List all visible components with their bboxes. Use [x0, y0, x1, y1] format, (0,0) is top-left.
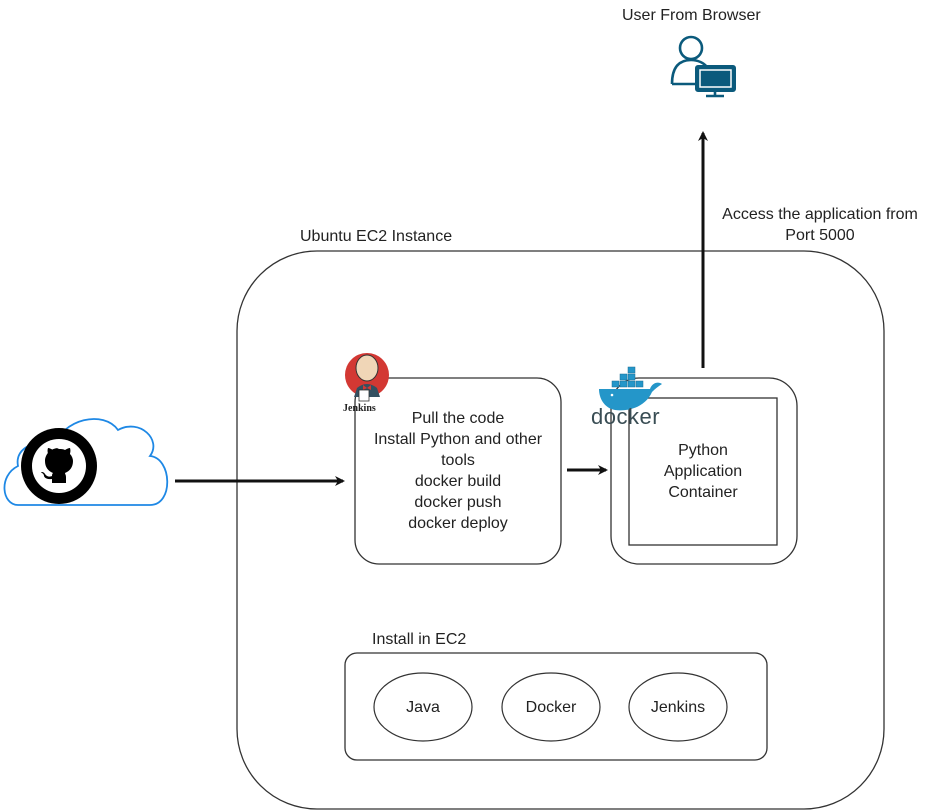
install-item-java: Java — [406, 699, 440, 716]
jenkins-steps: Pull the code Install Python and other t… — [355, 408, 561, 534]
install-item-docker: Docker — [525, 699, 577, 716]
install-item-java-shape — [373, 672, 473, 742]
docker-logo-text: docker — [591, 404, 661, 429]
python-container-box — [628, 397, 778, 546]
jenkins-logo-text: Jenkins — [343, 403, 376, 414]
jenkins-logo-icon — [345, 353, 389, 402]
ec2-instance-label: Ubuntu EC2 Instance — [300, 228, 453, 245]
jenkins-pipeline-box — [354, 377, 562, 565]
ec2-instance-container — [236, 250, 885, 810]
jenkins-step: tools — [441, 452, 475, 469]
jenkins-step: Pull the code — [411, 410, 505, 427]
container-line: Application — [663, 463, 743, 480]
install-item-docker-shape — [501, 672, 601, 742]
jenkins-step: docker build — [414, 473, 502, 490]
python-container-label: Python Application Container — [629, 440, 777, 503]
access-label-line-1: Access the application from — [722, 206, 918, 223]
access-label-line-2: Port 5000 — [785, 227, 855, 244]
install-item-jenkins-shape — [628, 672, 728, 742]
user-label: User From Browser — [622, 7, 761, 24]
install-label: Install in EC2 — [372, 631, 467, 648]
access-label: Access the application from Port 5000 — [708, 204, 932, 246]
container-line: Python — [678, 442, 728, 459]
install-item-jenkins: Jenkins — [650, 699, 706, 716]
github-icon — [21, 428, 97, 504]
container-line: Container — [668, 484, 738, 501]
jenkins-step: docker push — [414, 494, 502, 511]
jenkins-step: docker deploy — [408, 515, 508, 532]
docker-logo-icon — [599, 366, 662, 411]
user-computer-icon — [670, 35, 736, 98]
jenkins-step: Install Python and other — [373, 431, 543, 448]
